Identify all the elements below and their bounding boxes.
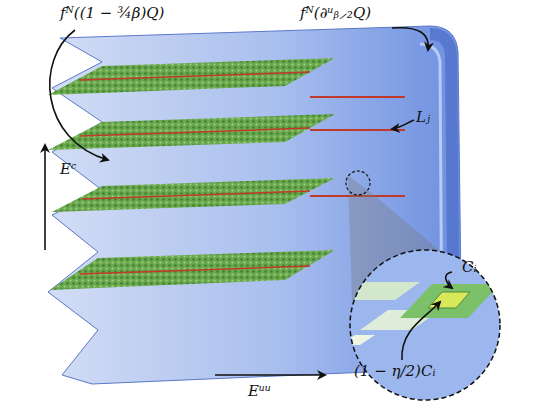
zoom-spot xyxy=(346,171,370,195)
sheets xyxy=(48,58,335,290)
formula-label: fᴺ((1 − ¾β)Q) xyxy=(60,4,164,22)
L-lines xyxy=(310,97,405,196)
zoom-content xyxy=(340,282,500,345)
axis-label: Eᵘᵘ xyxy=(248,382,271,400)
line-label: Lⱼ xyxy=(416,108,430,126)
callout-arrows xyxy=(45,28,452,375)
cell-label: Cᵢ xyxy=(462,258,477,276)
zoom-circle xyxy=(350,250,500,400)
cell-label: (1 − η/2)Cᵢ xyxy=(354,362,435,380)
axis-label: Eᶜ xyxy=(60,160,76,178)
formula-label: fᴺ(∂ᵘᵦ⸝₂Q) xyxy=(300,4,371,22)
